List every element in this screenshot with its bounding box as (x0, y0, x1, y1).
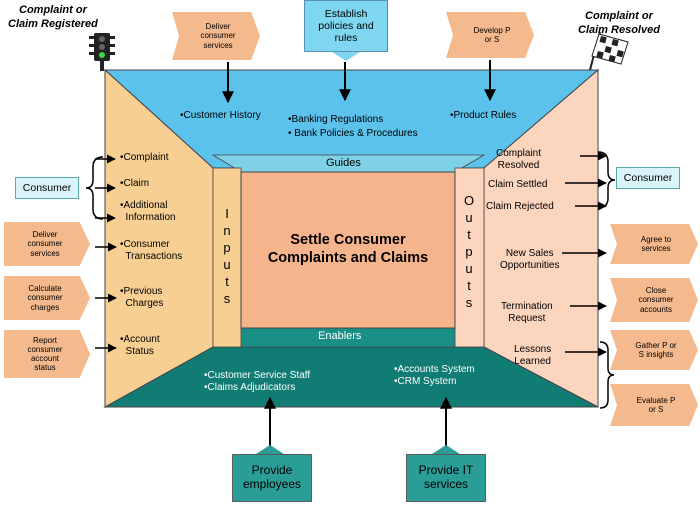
top-box-deliver-services: Deliver consumer services (172, 12, 260, 60)
bottom-box-provide-employees: Provide employees (232, 454, 312, 502)
top-box-establish-pointer (332, 52, 360, 61)
output-item-claim-rejected: Claim Rejected (486, 201, 554, 212)
input-item-previous-charges: •Previous Charges (120, 286, 164, 309)
right-consumer-box: Consumer (616, 167, 680, 189)
checkered-flag-icon (589, 31, 629, 71)
guides-item-product-rules: •Product Rules (450, 110, 517, 121)
end-label: Complaint or Claim Resolved (578, 10, 660, 36)
right-brace (597, 151, 616, 209)
bottom-box-employees-pointer (256, 445, 284, 454)
outputs-band (454, 167, 485, 348)
center-panel (240, 171, 456, 329)
output-item-complaint-resolved: Complaint Resolved (496, 148, 542, 171)
left-box-calculate-charges: Calculate consumer charges (4, 276, 90, 320)
left-box-report-status: Report consumer account status (4, 330, 90, 378)
right-brace-2 (599, 341, 615, 409)
right-box-evaluate: Evaluate P or S (610, 384, 698, 426)
output-item-lessons: Lessons Learned (514, 344, 552, 367)
left-consumer-box: Consumer (15, 177, 79, 199)
input-item-claim: •Claim (120, 178, 150, 189)
left-brace (85, 156, 104, 220)
input-item-additional-info: •Additional Information (120, 200, 176, 223)
right-box-gather-insights: Gather P or S insights (610, 330, 698, 370)
input-item-consumer-transactions: •Consumer Transactions (120, 239, 183, 262)
guides-item-bank-policies: • Bank Policies & Procedures (288, 128, 418, 139)
right-box-agree-services: Agree to services (610, 224, 698, 264)
enablers-item-systems: •Accounts System •CRM System (394, 364, 475, 387)
output-item-termination: Termination Request (501, 301, 553, 324)
start-label: Complaint or Claim Registered (8, 4, 98, 30)
top-box-develop: Develop P or S (446, 12, 534, 58)
bottom-box-provide-it: Provide IT services (406, 454, 486, 502)
output-item-claim-settled: Claim Settled (488, 179, 548, 190)
top-box-establish-policies: Establish policies and rules (304, 0, 388, 52)
input-item-complaint: •Complaint (120, 152, 169, 163)
center-title: Settle Consumer Complaints and Claims (267, 232, 429, 266)
output-item-new-sales: New Sales Opportunities (500, 248, 560, 271)
right-box-close-accounts: Close consumer accounts (610, 278, 698, 322)
input-item-account-status: •Account Status (120, 334, 160, 357)
bottom-box-it-pointer (432, 445, 460, 454)
left-box-deliver-services: Deliver consumer services (4, 222, 90, 266)
enablers-item-staff: •Customer Service Staff •Claims Adjudica… (204, 370, 311, 393)
enablers-label: Enablers (318, 330, 362, 342)
guides-item-customer-history: •Customer History (180, 110, 261, 121)
inputs-band (212, 167, 242, 348)
guides-label: Guides (326, 157, 361, 169)
guides-item-banking-regulations: •Banking Regulations (288, 114, 384, 125)
traffic-light-icon (89, 33, 115, 71)
